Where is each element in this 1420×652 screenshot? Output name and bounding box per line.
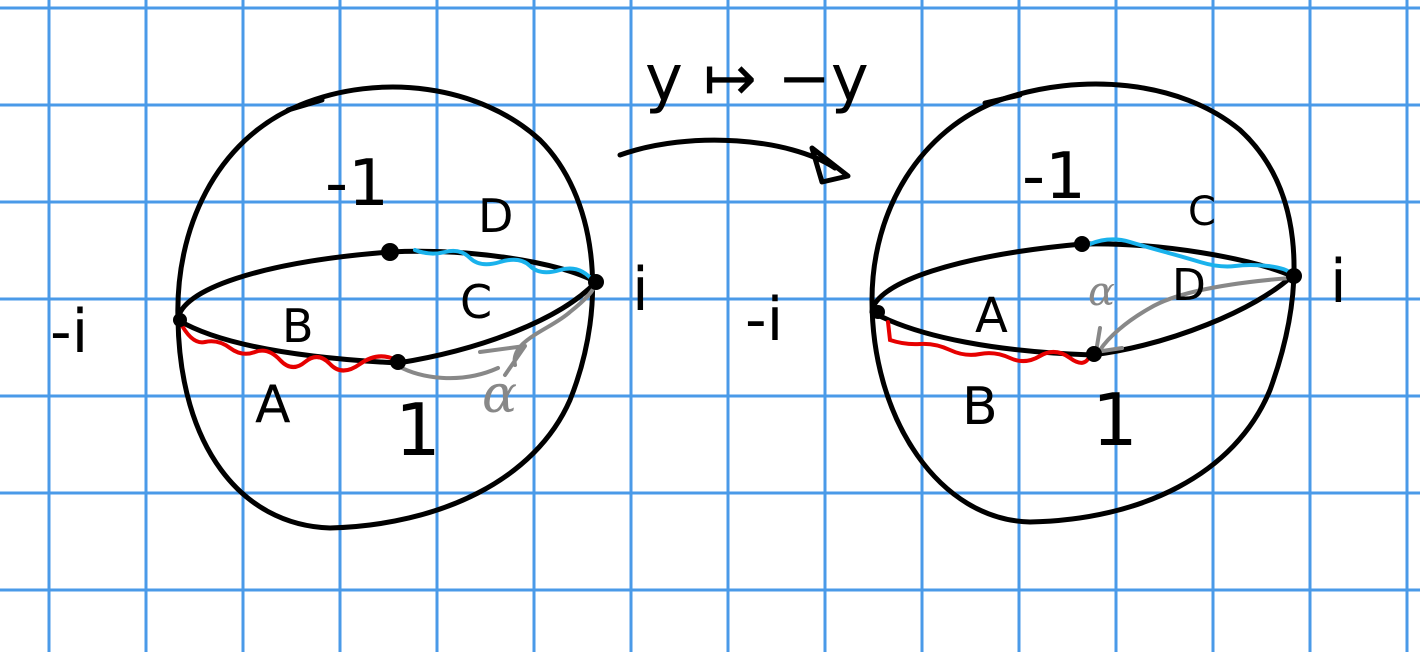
left-region-A: A <box>255 375 291 435</box>
right-region-B: B <box>962 377 998 437</box>
left-region-D: D <box>478 189 513 243</box>
right-label-one: 1 <box>1092 378 1138 462</box>
left-blue-path <box>413 248 596 284</box>
right-point-i <box>1286 268 1302 284</box>
left-label-i: i <box>632 255 649 325</box>
right-point-minus-one <box>1074 236 1090 252</box>
left-gray-path <box>396 280 598 381</box>
left-label-minus-i: -i <box>50 297 88 367</box>
left-sphere-tick <box>285 97 325 113</box>
left-region-C: C <box>460 275 492 329</box>
right-sphere-tick <box>982 92 1023 106</box>
right-label-minus-i: -i <box>745 285 783 355</box>
right-point-minus-i <box>871 305 885 319</box>
right-blue-path <box>1088 237 1294 276</box>
map-label: y ↦ −y <box>645 42 869 116</box>
right-red-path <box>886 320 1092 365</box>
right-path-alpha: α <box>1088 269 1115 315</box>
right-sphere: -1 1 -i i A B C D α <box>745 81 1347 525</box>
map-arrow-head <box>809 145 851 185</box>
left-point-minus-one <box>381 243 399 261</box>
left-label-one: 1 <box>395 388 441 472</box>
left-label-minus-one: -1 <box>325 147 389 221</box>
left-red-path <box>178 320 398 373</box>
left-point-i <box>588 274 604 290</box>
right-label-i: i <box>1330 247 1347 317</box>
left-point-minus-i <box>173 313 187 327</box>
right-region-C: C <box>1188 189 1216 235</box>
left-sphere: -1 1 -i i A B C D α <box>50 84 649 531</box>
left-path-alpha: α <box>482 365 517 425</box>
map-arrow: y ↦ −y <box>617 42 869 185</box>
right-region-A: A <box>975 288 1008 344</box>
right-equator-back <box>869 241 1295 315</box>
right-region-D: D <box>1172 260 1206 311</box>
right-point-one <box>1086 346 1102 362</box>
left-sphere-outline <box>175 84 596 531</box>
right-sphere-outline <box>869 81 1297 525</box>
left-region-B: B <box>282 299 314 353</box>
right-label-minus-one: -1 <box>1022 140 1086 214</box>
left-point-one <box>390 354 406 370</box>
